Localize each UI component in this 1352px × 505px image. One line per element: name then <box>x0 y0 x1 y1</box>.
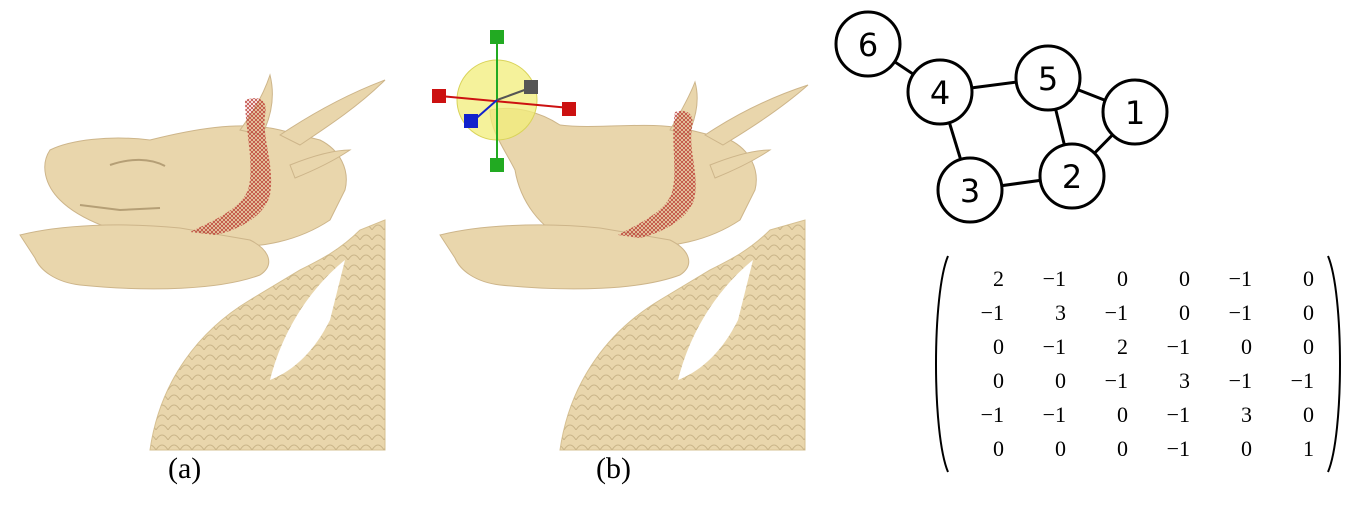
matrix-cell-r6-c6: 1 <box>1260 432 1322 466</box>
matrix-cell-r3-c4: −1 <box>1136 330 1198 364</box>
matrix-cell-r3-c5: 0 <box>1198 330 1260 364</box>
graph-node-3: 3 <box>938 158 1002 222</box>
caption-b: (b) <box>596 452 631 486</box>
graph-node-2: 2 <box>1040 144 1104 208</box>
matrix-cell-r3-c2: −1 <box>1012 330 1074 364</box>
panel-a: (a) <box>0 0 420 505</box>
matrix-cell-r1-c5: −1 <box>1198 262 1260 296</box>
dragon-mesh-b <box>420 0 840 505</box>
matrix-cell-r5-c5: 3 <box>1198 398 1260 432</box>
y-axis-handle-bottom-icon[interactable] <box>490 158 504 172</box>
graph-node-1: 1 <box>1103 80 1167 144</box>
matrix-cell-r2-c1: −1 <box>950 296 1012 330</box>
matrix-cell-r4-c2: 0 <box>1012 364 1074 398</box>
center-handle-icon[interactable] <box>524 80 538 94</box>
matrix-cell-r6-c1: 0 <box>950 432 1012 466</box>
matrix-cell-r5-c1: −1 <box>950 398 1012 432</box>
dragon-mesh-a <box>0 0 420 505</box>
panel-b: (b) <box>420 0 840 505</box>
matrix-cell-r3-c1: 0 <box>950 330 1012 364</box>
matrix-cell-r5-c3: 0 <box>1074 398 1136 432</box>
svg-text:2: 2 <box>1062 158 1082 196</box>
matrix-cell-r6-c4: −1 <box>1136 432 1198 466</box>
matrix-cell-r2-c3: −1 <box>1074 296 1136 330</box>
graph-node-4: 4 <box>908 60 972 124</box>
matrix-cell-r1-c2: −1 <box>1012 262 1074 296</box>
matrix-cell-r4-c5: −1 <box>1198 364 1260 398</box>
graph-node-5: 5 <box>1016 46 1080 110</box>
matrix-cell-r4-c1: 0 <box>950 364 1012 398</box>
matrix-cell-r4-c3: −1 <box>1074 364 1136 398</box>
svg-text:3: 3 <box>960 172 980 210</box>
matrix-cell-r1-c4: 0 <box>1136 262 1198 296</box>
matrix-cell-r1-c1: 2 <box>950 262 1012 296</box>
matrix-cell-r1-c6: 0 <box>1260 262 1322 296</box>
matrix-cell-r4-c4: 3 <box>1136 364 1198 398</box>
matrix-cell-r2-c5: −1 <box>1198 296 1260 330</box>
matrix-cell-r5-c6: 0 <box>1260 398 1322 432</box>
x-axis-handle-icon[interactable] <box>432 89 446 103</box>
matrix-cell-r1-c3: 0 <box>1074 262 1136 296</box>
matrix-cell-r5-c2: −1 <box>1012 398 1074 432</box>
z-axis-handle-icon[interactable] <box>464 114 478 128</box>
matrix-cell-r2-c2: 3 <box>1012 296 1074 330</box>
svg-text:4: 4 <box>930 74 950 112</box>
svg-text:5: 5 <box>1038 60 1058 98</box>
svg-text:1: 1 <box>1125 94 1145 132</box>
matrix-cell-r2-c4: 0 <box>1136 296 1198 330</box>
caption-a: (a) <box>168 452 201 486</box>
matrix-cell-r3-c6: 0 <box>1260 330 1322 364</box>
matrix-cell-r6-c5: 0 <box>1198 432 1260 466</box>
svg-text:6: 6 <box>858 26 878 64</box>
graph-diagram: 6 4 5 1 2 3 <box>820 0 1352 254</box>
graph-node-6: 6 <box>836 12 900 76</box>
matrix-cell-r5-c4: −1 <box>1136 398 1198 432</box>
matrix-cell-r6-c2: 0 <box>1012 432 1074 466</box>
right-parenthesis-icon <box>1324 254 1348 474</box>
matrix-cell-r6-c3: 0 <box>1074 432 1136 466</box>
matrix-cell-r4-c6: −1 <box>1260 364 1322 398</box>
left-parenthesis-icon <box>928 254 952 474</box>
matrix-cell-r2-c6: 0 <box>1260 296 1322 330</box>
matrix-cell-r3-c3: 2 <box>1074 330 1136 364</box>
x-axis-handle-right-icon[interactable] <box>562 102 576 116</box>
y-axis-handle-icon[interactable] <box>490 30 504 44</box>
